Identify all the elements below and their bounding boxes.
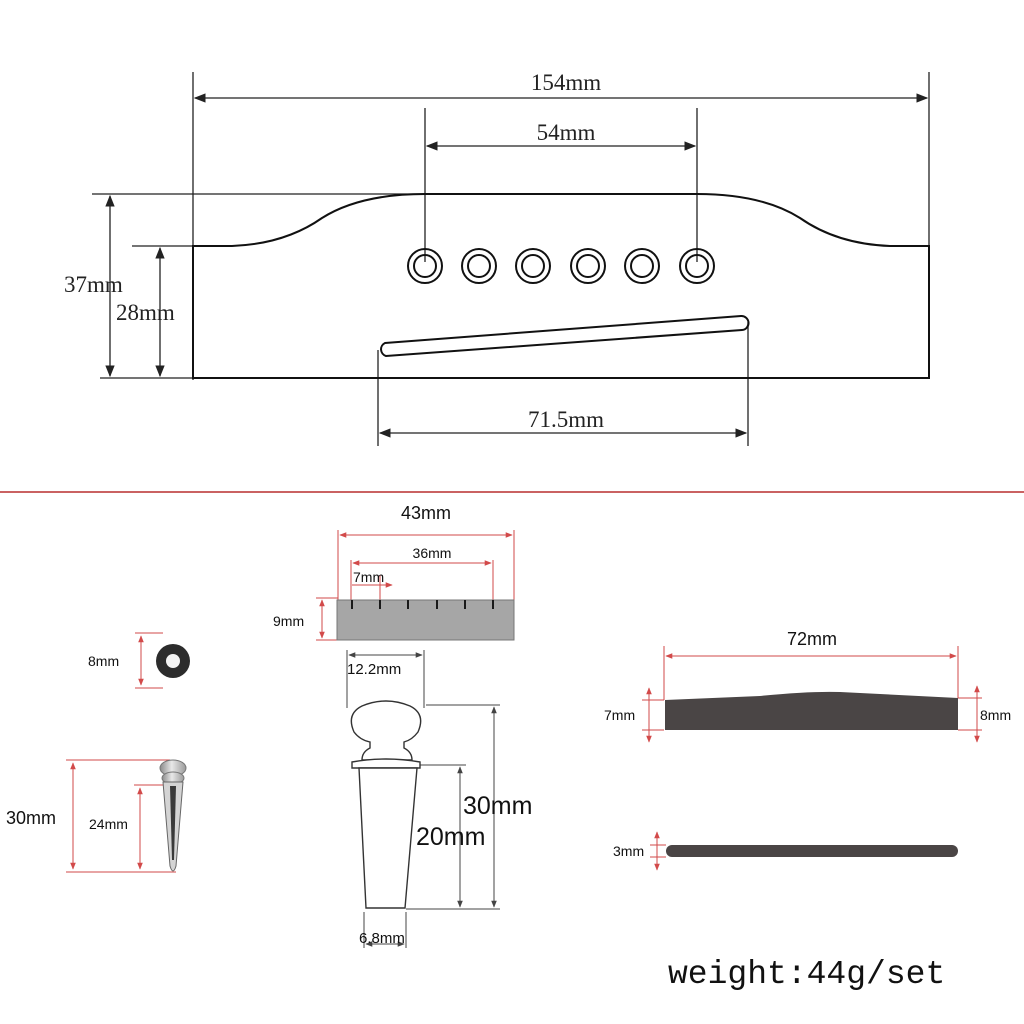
label-large-pin-head: 12.2mm [347,661,401,678]
label-large-pin-total: 30mm [463,792,532,820]
bridge-pin-small-view: 30mm 24mm [6,759,187,873]
saddle-slot [380,315,750,358]
saddle-view: 72mm 7mm 8mm 3mm [604,629,1011,871]
saddle-top [666,845,958,857]
large-pin-shaft [358,767,418,909]
label-large-pin-shaft: 20mm [416,823,485,851]
label-saddle-length: 72mm [787,629,837,649]
small-pin-slot [170,786,176,860]
label-nut-string-span: 36mm [413,545,452,561]
nut-slots [351,600,494,609]
pin-hole [679,248,715,284]
label-large-pin-tip: 6.8mm [359,930,405,947]
pin-hole [570,248,606,284]
label-nut-height: 9mm [273,613,304,629]
large-pin-collar [351,758,421,769]
pin-hole [624,248,660,284]
nut-body [336,599,515,641]
label-saddle-left: 7mm [604,707,635,723]
pin-hole [515,248,551,284]
label-overall-length: 154mm [531,70,601,95]
bridge-top-view: 154mm 54mm 37mm 28mm 71.5mm [64,70,930,446]
label-height-wings: 28mm [116,300,175,325]
label-saddle-thickness: 3mm [613,843,644,859]
large-pin-head [350,700,422,761]
label-saddle-right: 8mm [980,707,1011,723]
label-pin-span: 54mm [537,120,596,145]
weight-label: weight:44g/set [668,956,945,993]
label-height-total: 37mm [64,272,123,297]
bridge-pin-large-view: 12.2mm 30mm 20mm 6.8mm [346,650,532,948]
pin-hole [461,248,497,284]
bridge-outline [192,193,930,379]
end-pin-hole [166,654,180,668]
label-nut-length: 43mm [401,503,451,523]
pin-holes [407,248,715,284]
label-small-pin-shaft: 24mm [89,816,128,832]
nut-view: 43mm 36mm 7mm 9mm [273,503,515,641]
end-pin-view: 8mm [88,632,190,689]
label-nut-spacing: 7mm [353,569,384,585]
label-small-pin-total: 30mm [6,808,56,828]
label-slot-length: 71.5mm [528,407,604,432]
saddle-side [665,691,958,730]
label-end-pin-diameter: 8mm [88,653,119,669]
pin-hole [407,248,443,284]
